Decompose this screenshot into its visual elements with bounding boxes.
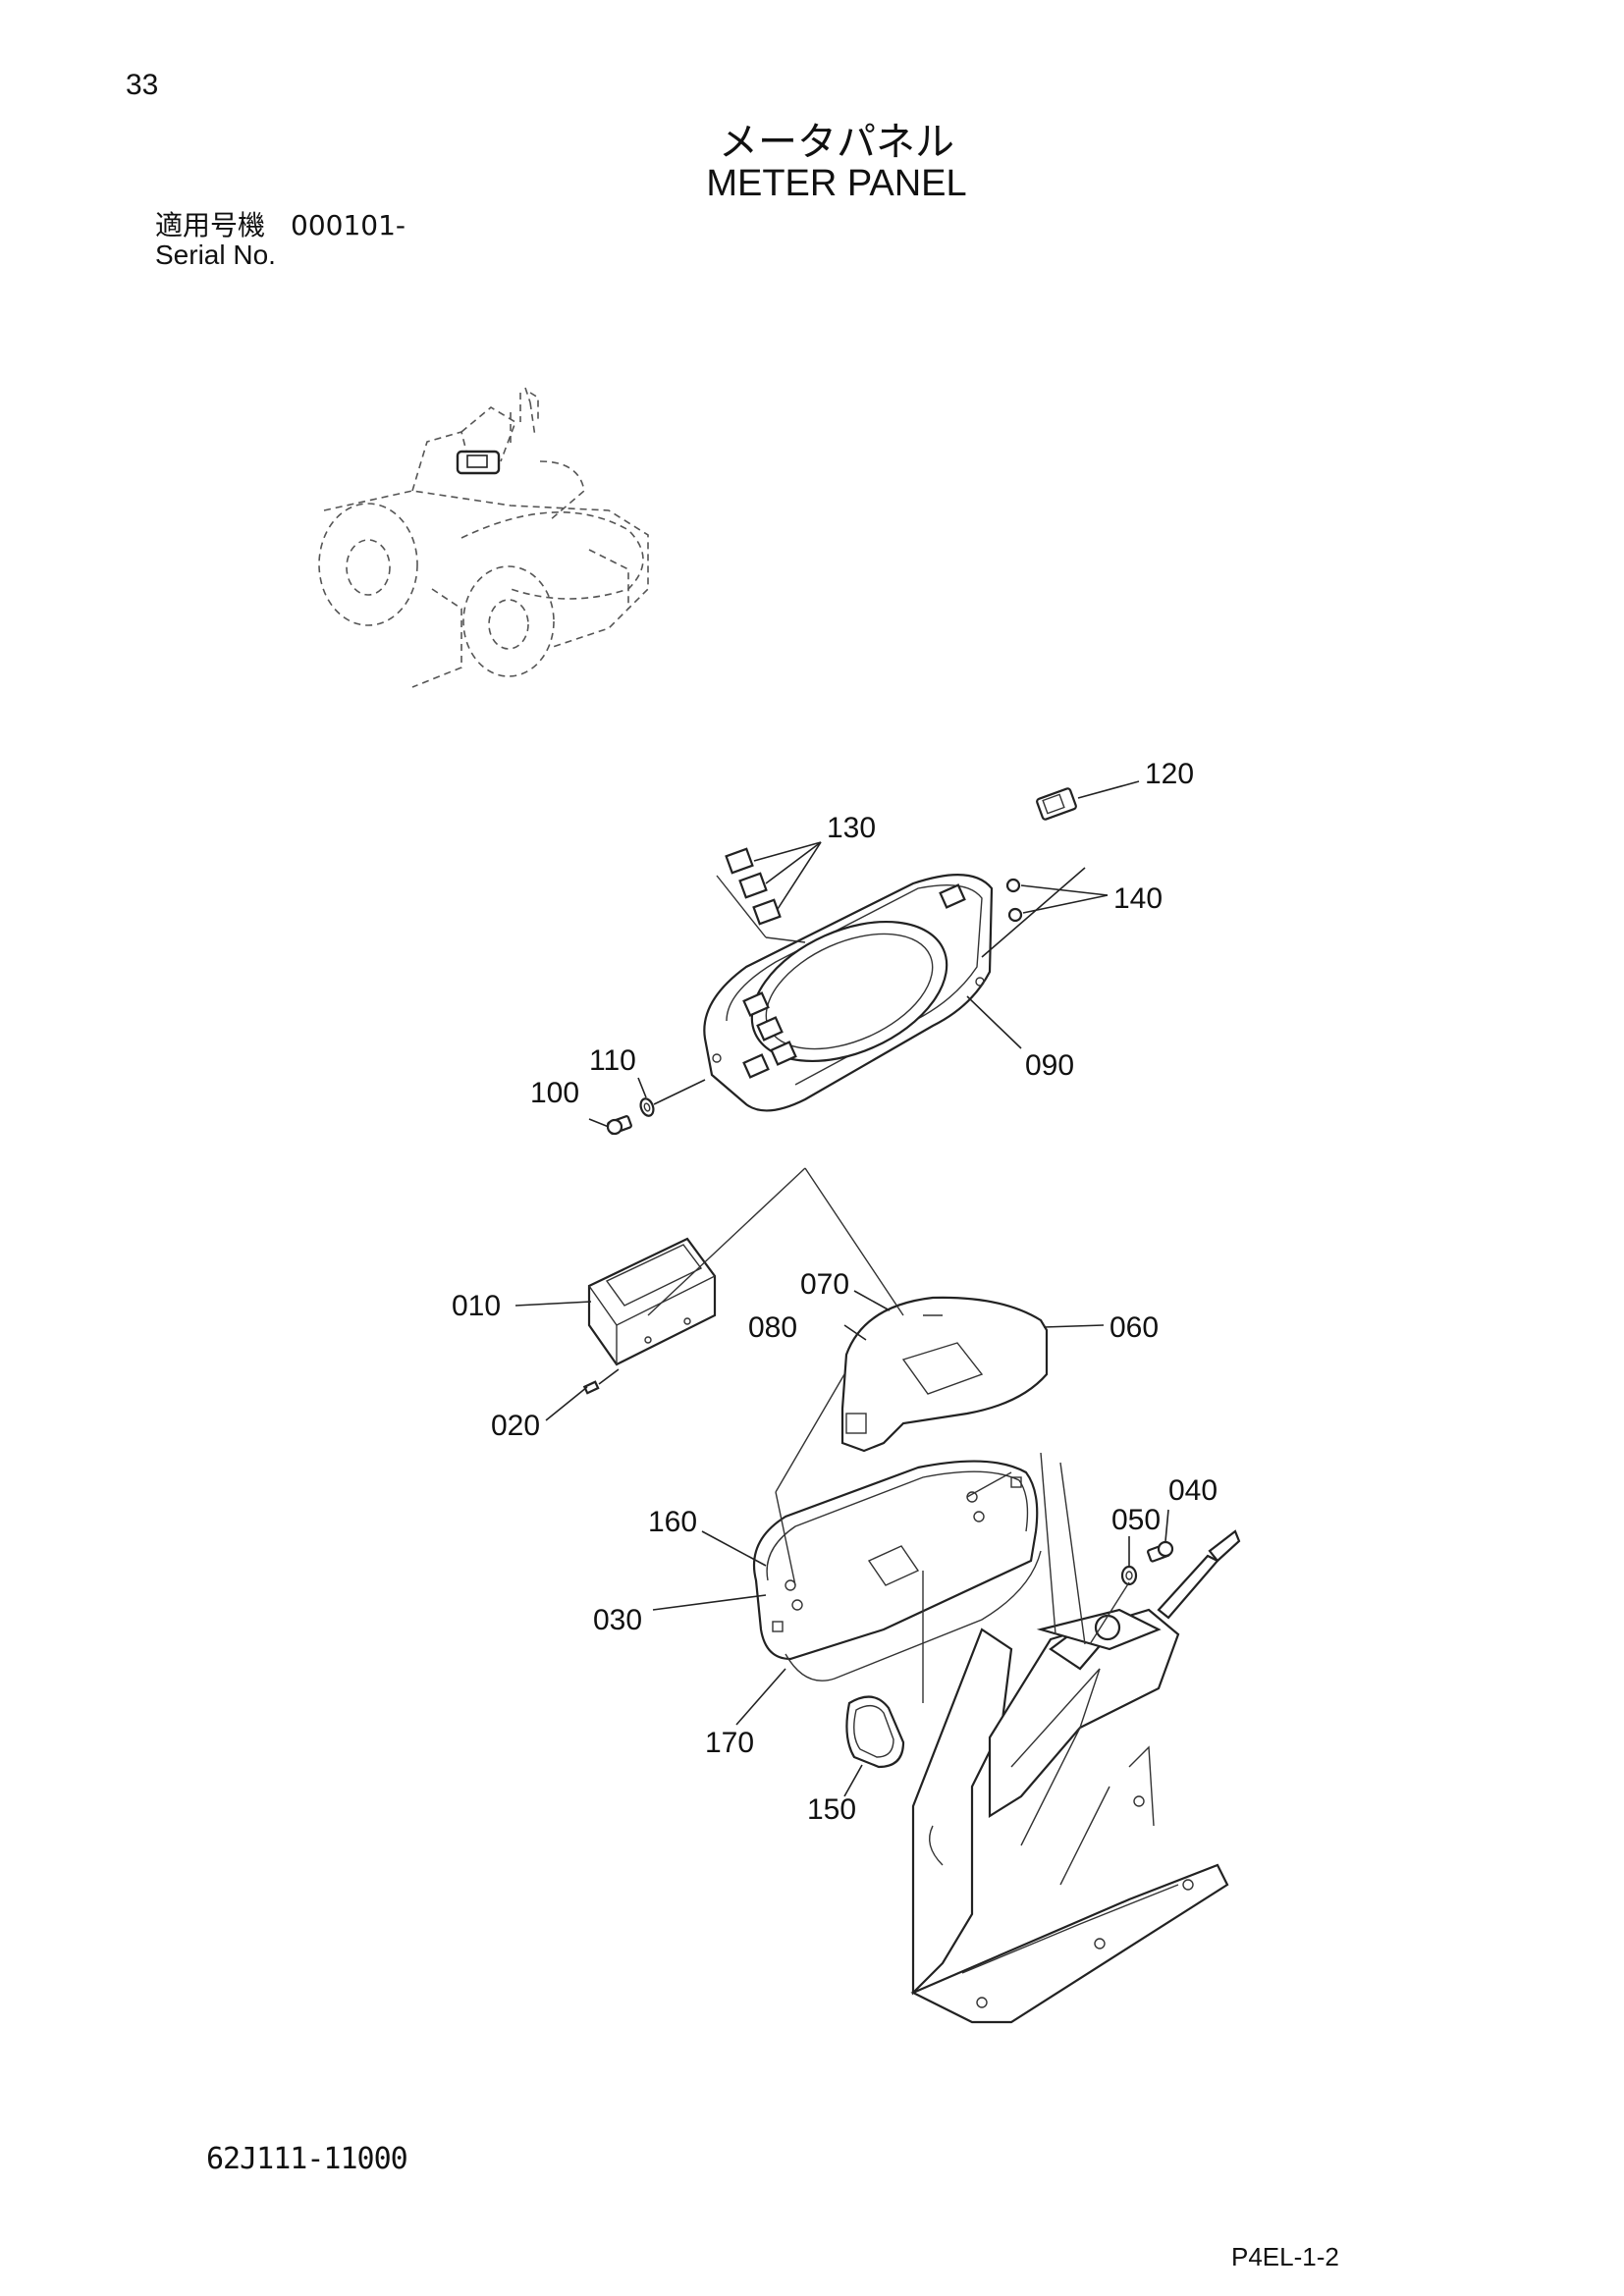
callout-040: 040 bbox=[1168, 1474, 1218, 1507]
page-number: 33 bbox=[126, 69, 159, 101]
serial-value: 000101- bbox=[291, 209, 406, 241]
vehicle-locator-illustration bbox=[318, 387, 649, 688]
callout-010: 010 bbox=[452, 1290, 501, 1322]
meter-housing-030 bbox=[752, 1460, 1042, 1682]
cap-140-b bbox=[1007, 907, 1023, 923]
callout-100: 100 bbox=[530, 1077, 579, 1109]
meter-010 bbox=[587, 1237, 717, 1366]
callout-070: 070 bbox=[800, 1268, 849, 1301]
serial-label-english: Serial No. bbox=[155, 240, 276, 270]
callout-120: 120 bbox=[1145, 758, 1194, 790]
callout-170: 170 bbox=[705, 1727, 754, 1759]
washer-050 bbox=[1120, 1565, 1138, 1586]
callout-030: 030 bbox=[593, 1604, 642, 1636]
callout-110: 110 bbox=[589, 1044, 636, 1077]
footer-page-reference: P4EL-1-2 bbox=[1231, 2242, 1339, 2271]
cap-140-a bbox=[1005, 878, 1021, 893]
serial-label-japanese: 適用号機 bbox=[155, 209, 266, 241]
bolt-040 bbox=[1147, 1540, 1174, 1563]
serial-row: 適用号機 000101- bbox=[155, 204, 431, 243]
callout-140: 140 bbox=[1113, 882, 1163, 915]
washer-110 bbox=[639, 1097, 655, 1117]
callout-160: 160 bbox=[648, 1506, 697, 1538]
screw-020 bbox=[582, 1380, 600, 1395]
switch-120 bbox=[1036, 787, 1077, 821]
callout-080: 080 bbox=[748, 1311, 797, 1344]
meter-cover-090 bbox=[703, 874, 994, 1112]
callout-150: 150 bbox=[807, 1793, 856, 1826]
callout-130: 130 bbox=[827, 812, 876, 844]
title-english: METER PANEL bbox=[706, 163, 967, 204]
leader-lines bbox=[514, 780, 1169, 1797]
callout-050: 050 bbox=[1111, 1504, 1161, 1536]
footer-part-code: 62J111-11000 bbox=[206, 2142, 408, 2176]
labels-130 bbox=[725, 847, 782, 926]
callout-060: 060 bbox=[1110, 1311, 1159, 1344]
gasket-150 bbox=[845, 1695, 905, 1769]
callout-labels: 120 130 140 090 110 100 070 010 080 060 … bbox=[452, 758, 1218, 1826]
plate-060 bbox=[840, 1296, 1049, 1453]
callout-090: 090 bbox=[1025, 1049, 1074, 1082]
screw-100 bbox=[606, 1115, 632, 1136]
steering-column-stand bbox=[910, 1529, 1241, 2024]
title-japanese: メータパネル bbox=[719, 120, 954, 165]
callout-020: 020 bbox=[491, 1410, 540, 1442]
